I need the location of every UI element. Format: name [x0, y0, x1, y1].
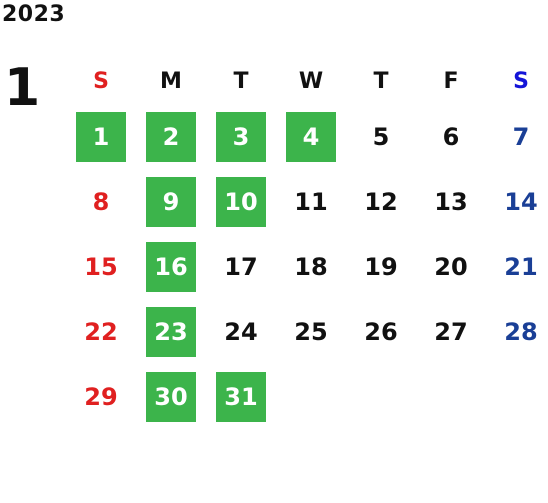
calendar-day[interactable]: 20 [434, 252, 468, 281]
calendar-cell: 29 [66, 364, 136, 429]
calendar-month: 1 [4, 58, 41, 118]
calendar-cell: 19 [346, 234, 416, 299]
calendar-cell: 4 [276, 104, 346, 169]
calendar-cell: 15 [66, 234, 136, 299]
calendar-day[interactable]: 5 [372, 122, 390, 151]
calendar-day[interactable]: 8 [92, 187, 110, 216]
calendar-day[interactable]: 25 [294, 317, 328, 346]
calendar-day-empty [356, 372, 406, 422]
calendar-day[interactable]: 17 [224, 252, 258, 281]
calendar-cell: 25 [276, 299, 346, 364]
calendar-cell: 3 [206, 104, 276, 169]
weekday-header-sat: S [513, 68, 529, 94]
calendar-day[interactable]: 11 [294, 187, 328, 216]
calendar-day[interactable]: 27 [434, 317, 468, 346]
calendar-cell [486, 364, 548, 429]
weekday-header-sun: S [93, 68, 109, 94]
weekday-header-mon: M [160, 68, 182, 94]
calendar-cell: 23 [136, 299, 206, 364]
calendar-day[interactable]: 14 [504, 187, 538, 216]
calendar-cell [416, 364, 486, 429]
calendar-day[interactable]: 30 [146, 371, 196, 422]
calendar-day[interactable]: 19 [364, 252, 398, 281]
calendar-day[interactable]: 10 [216, 176, 266, 227]
calendar-cell: 5 [346, 104, 416, 169]
calendar-day-empty [286, 372, 336, 422]
calendar-cell: 8 [66, 169, 136, 234]
calendar-day[interactable]: 18 [294, 252, 328, 281]
calendar-cell: 10 [206, 169, 276, 234]
calendar-cell: 27 [416, 299, 486, 364]
calendar-cell [276, 364, 346, 429]
calendar-day[interactable]: 23 [146, 306, 196, 357]
calendar-day[interactable]: 7 [512, 122, 530, 151]
calendar-day-empty [426, 372, 476, 422]
calendar-day[interactable]: 2 [146, 111, 196, 162]
calendar-cell: 11 [276, 169, 346, 234]
calendar-cell: 31 [206, 364, 276, 429]
calendar-day[interactable]: 3 [216, 111, 266, 162]
calendar-day[interactable]: 31 [216, 371, 266, 422]
calendar-cell: 18 [276, 234, 346, 299]
weekday-header-fri: F [443, 68, 459, 94]
calendar-day[interactable]: 24 [224, 317, 258, 346]
calendar-day[interactable]: 6 [442, 122, 460, 151]
calendar-day[interactable]: 13 [434, 187, 468, 216]
calendar-day[interactable]: 29 [84, 382, 118, 411]
calendar-cell: 24 [206, 299, 276, 364]
calendar-cell: 26 [346, 299, 416, 364]
calendar-cell [346, 364, 416, 429]
weekday-header-wed: W [298, 68, 324, 94]
calendar-day[interactable]: 28 [504, 317, 538, 346]
calendar-day[interactable]: 12 [364, 187, 398, 216]
weekday-header-tue: T [233, 68, 249, 94]
calendar-cell: 20 [416, 234, 486, 299]
calendar-cell: 9 [136, 169, 206, 234]
calendar-day[interactable]: 15 [84, 252, 118, 281]
calendar-cell: 6 [416, 104, 486, 169]
calendar-cell: 14 [486, 169, 548, 234]
calendar-cell: 30 [136, 364, 206, 429]
calendar-day[interactable]: 9 [146, 176, 196, 227]
calendar-cell: 13 [416, 169, 486, 234]
calendar-year: 2023 [2, 2, 66, 27]
calendar-cell: 21 [486, 234, 548, 299]
calendar-cell: 17 [206, 234, 276, 299]
weekday-header-thu: T [373, 68, 389, 94]
calendar-cell: 2 [136, 104, 206, 169]
calendar-day[interactable]: 16 [146, 241, 196, 292]
calendar-cell: 28 [486, 299, 548, 364]
calendar-day[interactable]: 21 [504, 252, 538, 281]
calendar-day[interactable]: 1 [76, 111, 126, 162]
calendar-cell: 22 [66, 299, 136, 364]
calendar-day-empty [496, 372, 546, 422]
calendar-cell: 1 [66, 104, 136, 169]
calendar-day[interactable]: 4 [286, 111, 336, 162]
calendar-day[interactable]: 22 [84, 317, 118, 346]
calendar-cell: 12 [346, 169, 416, 234]
calendar-cell: 7 [486, 104, 548, 169]
calendar-cell: 16 [136, 234, 206, 299]
calendar-day[interactable]: 26 [364, 317, 398, 346]
